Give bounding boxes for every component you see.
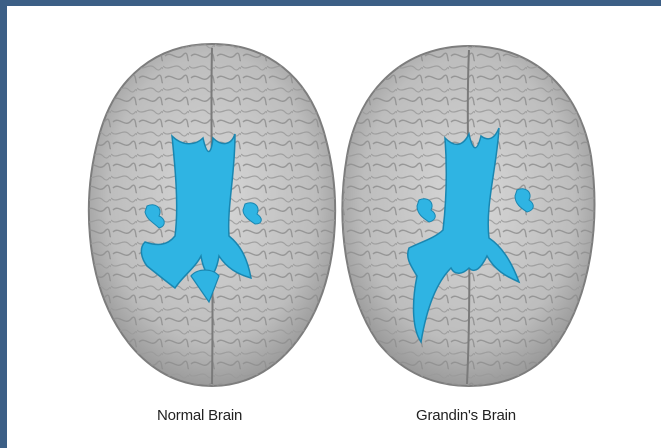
brain-comparison-figure <box>7 6 661 448</box>
normal-brain-caption: Normal Brain <box>157 407 242 424</box>
grandin-brain-caption: Grandin's Brain <box>416 407 516 424</box>
image-frame: Normal Brain Grandin's Brain <box>7 6 661 448</box>
